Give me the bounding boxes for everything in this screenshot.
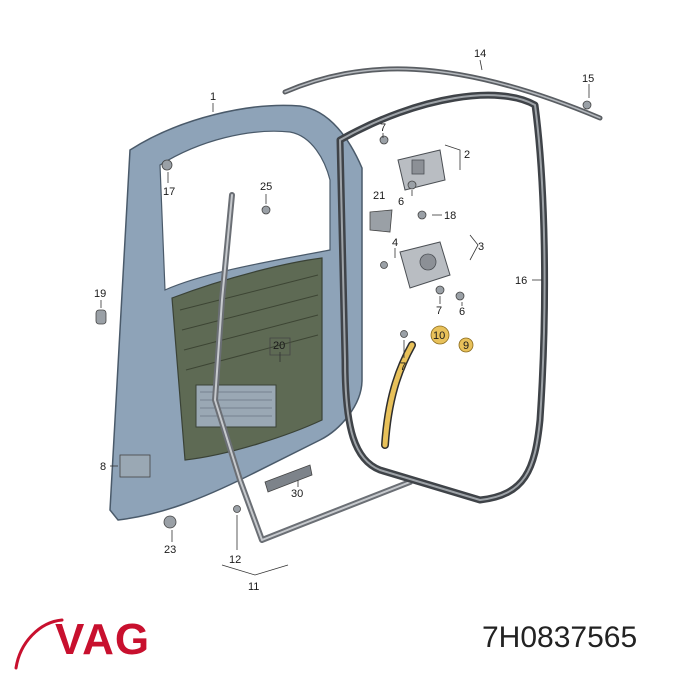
vag-logo: VAG — [55, 615, 151, 664]
bolt-7b — [435, 285, 445, 295]
callout-1: 1 — [210, 91, 216, 103]
callout-7-top: 7 — [380, 122, 386, 134]
callout-3: 3 — [478, 241, 484, 253]
callout-25: 25 — [260, 181, 272, 193]
callout-15: 15 — [582, 73, 594, 85]
callout-8: 8 — [100, 461, 106, 473]
callout-17: 17 — [163, 186, 175, 198]
callout-19: 19 — [94, 288, 106, 300]
callout-16: 16 — [515, 275, 527, 287]
clip-7c — [400, 330, 408, 338]
part-number: 7H0837565 — [482, 621, 638, 654]
clip-17 — [161, 159, 173, 171]
door-panel — [109, 104, 363, 521]
highlight-marker-9 — [458, 337, 474, 353]
vent-grille-8 — [119, 454, 151, 478]
callout-18: 18 — [444, 210, 456, 222]
part-21 — [369, 209, 393, 233]
callout-12: 12 — [229, 554, 241, 566]
callout-10: 10 — [433, 330, 445, 342]
callout-14: 14 — [474, 48, 486, 60]
bolt-7a — [379, 135, 389, 145]
highlight-marker-10 — [430, 325, 450, 345]
screw-25 — [261, 205, 271, 215]
callout-7-bottom: 7 — [400, 361, 406, 373]
door-frame-seal — [336, 91, 549, 504]
lower-hinge — [399, 241, 451, 289]
callout-9: 9 — [463, 340, 469, 352]
vag-logo-swoosh — [14, 618, 64, 670]
trim-strip-30 — [264, 464, 313, 493]
callout-30: 30 — [291, 488, 303, 500]
nut-18 — [417, 210, 427, 220]
highlighted-seal-strip — [381, 341, 416, 449]
bolt-6a — [407, 180, 417, 190]
clip-12 — [233, 505, 241, 513]
callout-20: 20 — [273, 340, 285, 352]
plug-19 — [95, 309, 107, 325]
callout-4: 4 — [392, 237, 398, 249]
door-exploded-diagram: 1 2 3 4 6 6 7 7 7 8 9 10 11 12 14 15 16 … — [94, 48, 603, 593]
grommet-23 — [163, 515, 177, 529]
callout-11: 11 — [248, 581, 259, 593]
bolt-4 — [380, 261, 388, 269]
callout-23: 23 — [164, 544, 176, 556]
bolt-6b — [455, 291, 465, 301]
callout-7-mid: 7 — [436, 305, 442, 317]
callout-2: 2 — [464, 149, 470, 161]
callout-labels: 1 2 3 4 6 6 7 7 7 8 9 10 11 12 14 15 16 … — [94, 48, 594, 593]
clip-15 — [582, 100, 592, 110]
callout-6-lower: 6 — [459, 306, 465, 318]
upper-hinge — [397, 149, 446, 191]
callout-6-upper: 6 — [398, 196, 404, 208]
callout-21: 21 — [373, 190, 385, 202]
